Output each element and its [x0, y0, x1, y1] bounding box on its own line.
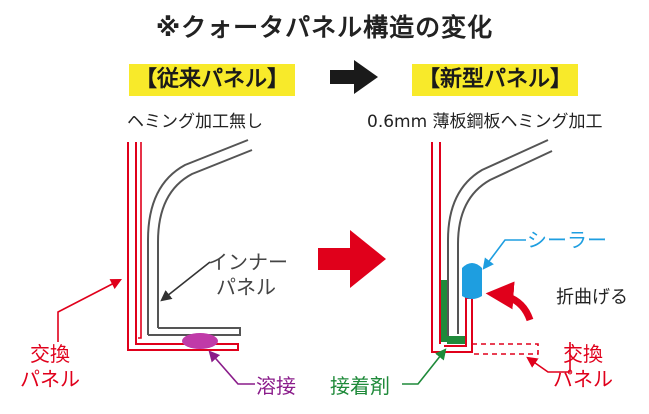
adhesive-label: 接着剤	[330, 374, 390, 398]
weld-spot	[182, 333, 218, 349]
inner-panel-label-line2: パネル	[216, 275, 276, 299]
exchange-right-line2: パネル	[553, 367, 613, 391]
new-panel-tag: 【新型パネル】	[412, 64, 579, 96]
exchange-left-line1: 交換	[30, 342, 70, 366]
weld-leader	[208, 350, 255, 385]
exchange-right-line1: 交換	[563, 342, 603, 366]
exchange-right-leader	[526, 342, 571, 373]
right-arrow-red-icon	[318, 230, 386, 288]
inner-panel-label-line1: インナー	[208, 250, 288, 274]
old-panel-tag: 【従来パネル】	[129, 64, 296, 96]
page-title: ※クォータパネル構造の変化	[155, 13, 494, 42]
sealer-label: シーラー	[527, 228, 607, 252]
sealer-leader	[482, 239, 526, 270]
sealer-bead	[462, 263, 482, 299]
old-exchange-panel-inner-line	[138, 142, 142, 339]
right-arrow-black-icon	[330, 60, 378, 94]
old-panel-subtitle: ヘミング加工無し	[127, 112, 263, 132]
adhesive-leader	[402, 348, 447, 385]
exchange-panel-left-label: 交換 パネル	[20, 342, 80, 392]
exchange-panel-right-label: 交換 パネル	[553, 342, 613, 392]
inner-panel-leader	[160, 261, 211, 302]
new-exchange-panel	[431, 142, 473, 353]
exchange-left-line2: パネル	[20, 367, 80, 391]
new-inner-panel	[447, 139, 553, 340]
new-exchange-panel-dashed	[472, 343, 539, 355]
old-exchange-panel	[127, 142, 239, 351]
adhesive-bottom	[447, 336, 465, 344]
fold-label: 折曲げる	[556, 287, 628, 308]
exchange-left-leader	[57, 278, 122, 342]
weld-label: 溶接	[256, 374, 296, 398]
new-panel-subtitle: 0.6mm 薄板鋼板ヘミング加工	[367, 112, 603, 132]
inner-panel-label: インナー パネル	[208, 250, 288, 300]
fold-arrow-icon	[485, 281, 534, 322]
old-inner-panel	[147, 139, 253, 336]
adhesive-layer	[441, 280, 447, 342]
